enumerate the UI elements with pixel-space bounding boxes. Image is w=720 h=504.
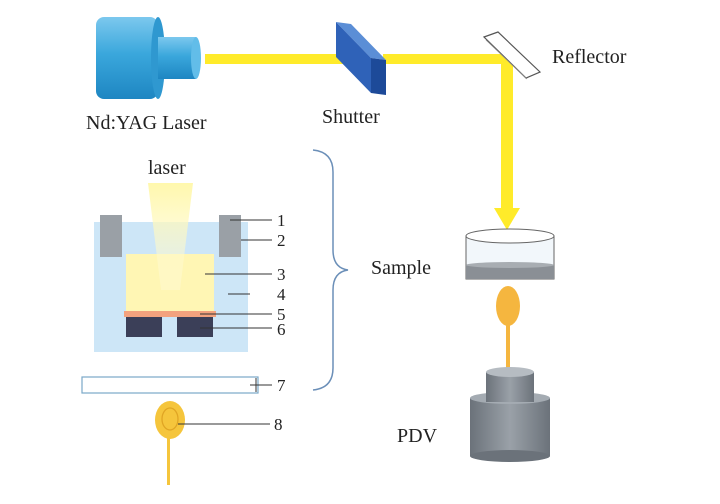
pdv-detector	[470, 367, 550, 462]
reflector-label: Reflector	[552, 46, 627, 68]
laser-source-label: Nd:YAG Laser	[86, 112, 207, 134]
shutter	[336, 22, 386, 95]
callout-6: 6	[277, 320, 286, 339]
incident-laser-label: laser	[148, 157, 186, 179]
nd-yag-laser	[96, 17, 201, 99]
callout-5: 5	[277, 305, 286, 324]
sample-dish	[465, 228, 555, 280]
callout-3: 3	[277, 265, 286, 284]
reflector-mirror	[482, 31, 542, 80]
callout-1: 1	[277, 211, 286, 230]
pdv-label: PDV	[397, 425, 438, 447]
incident-laser-beam	[148, 183, 193, 290]
probe-spot-left	[155, 401, 185, 485]
laser-beam-path	[205, 54, 520, 230]
sample-label: Sample	[371, 257, 431, 279]
callout-4: 4	[277, 285, 286, 304]
callout-8: 8	[274, 415, 283, 434]
callout-leaders	[178, 219, 272, 425]
sample-brace	[312, 149, 349, 391]
callout-7: 7	[277, 376, 286, 395]
probe-spot-right	[496, 286, 520, 370]
shutter-label: Shutter	[322, 106, 380, 128]
window-plate	[81, 376, 259, 394]
callout-2: 2	[277, 231, 286, 250]
